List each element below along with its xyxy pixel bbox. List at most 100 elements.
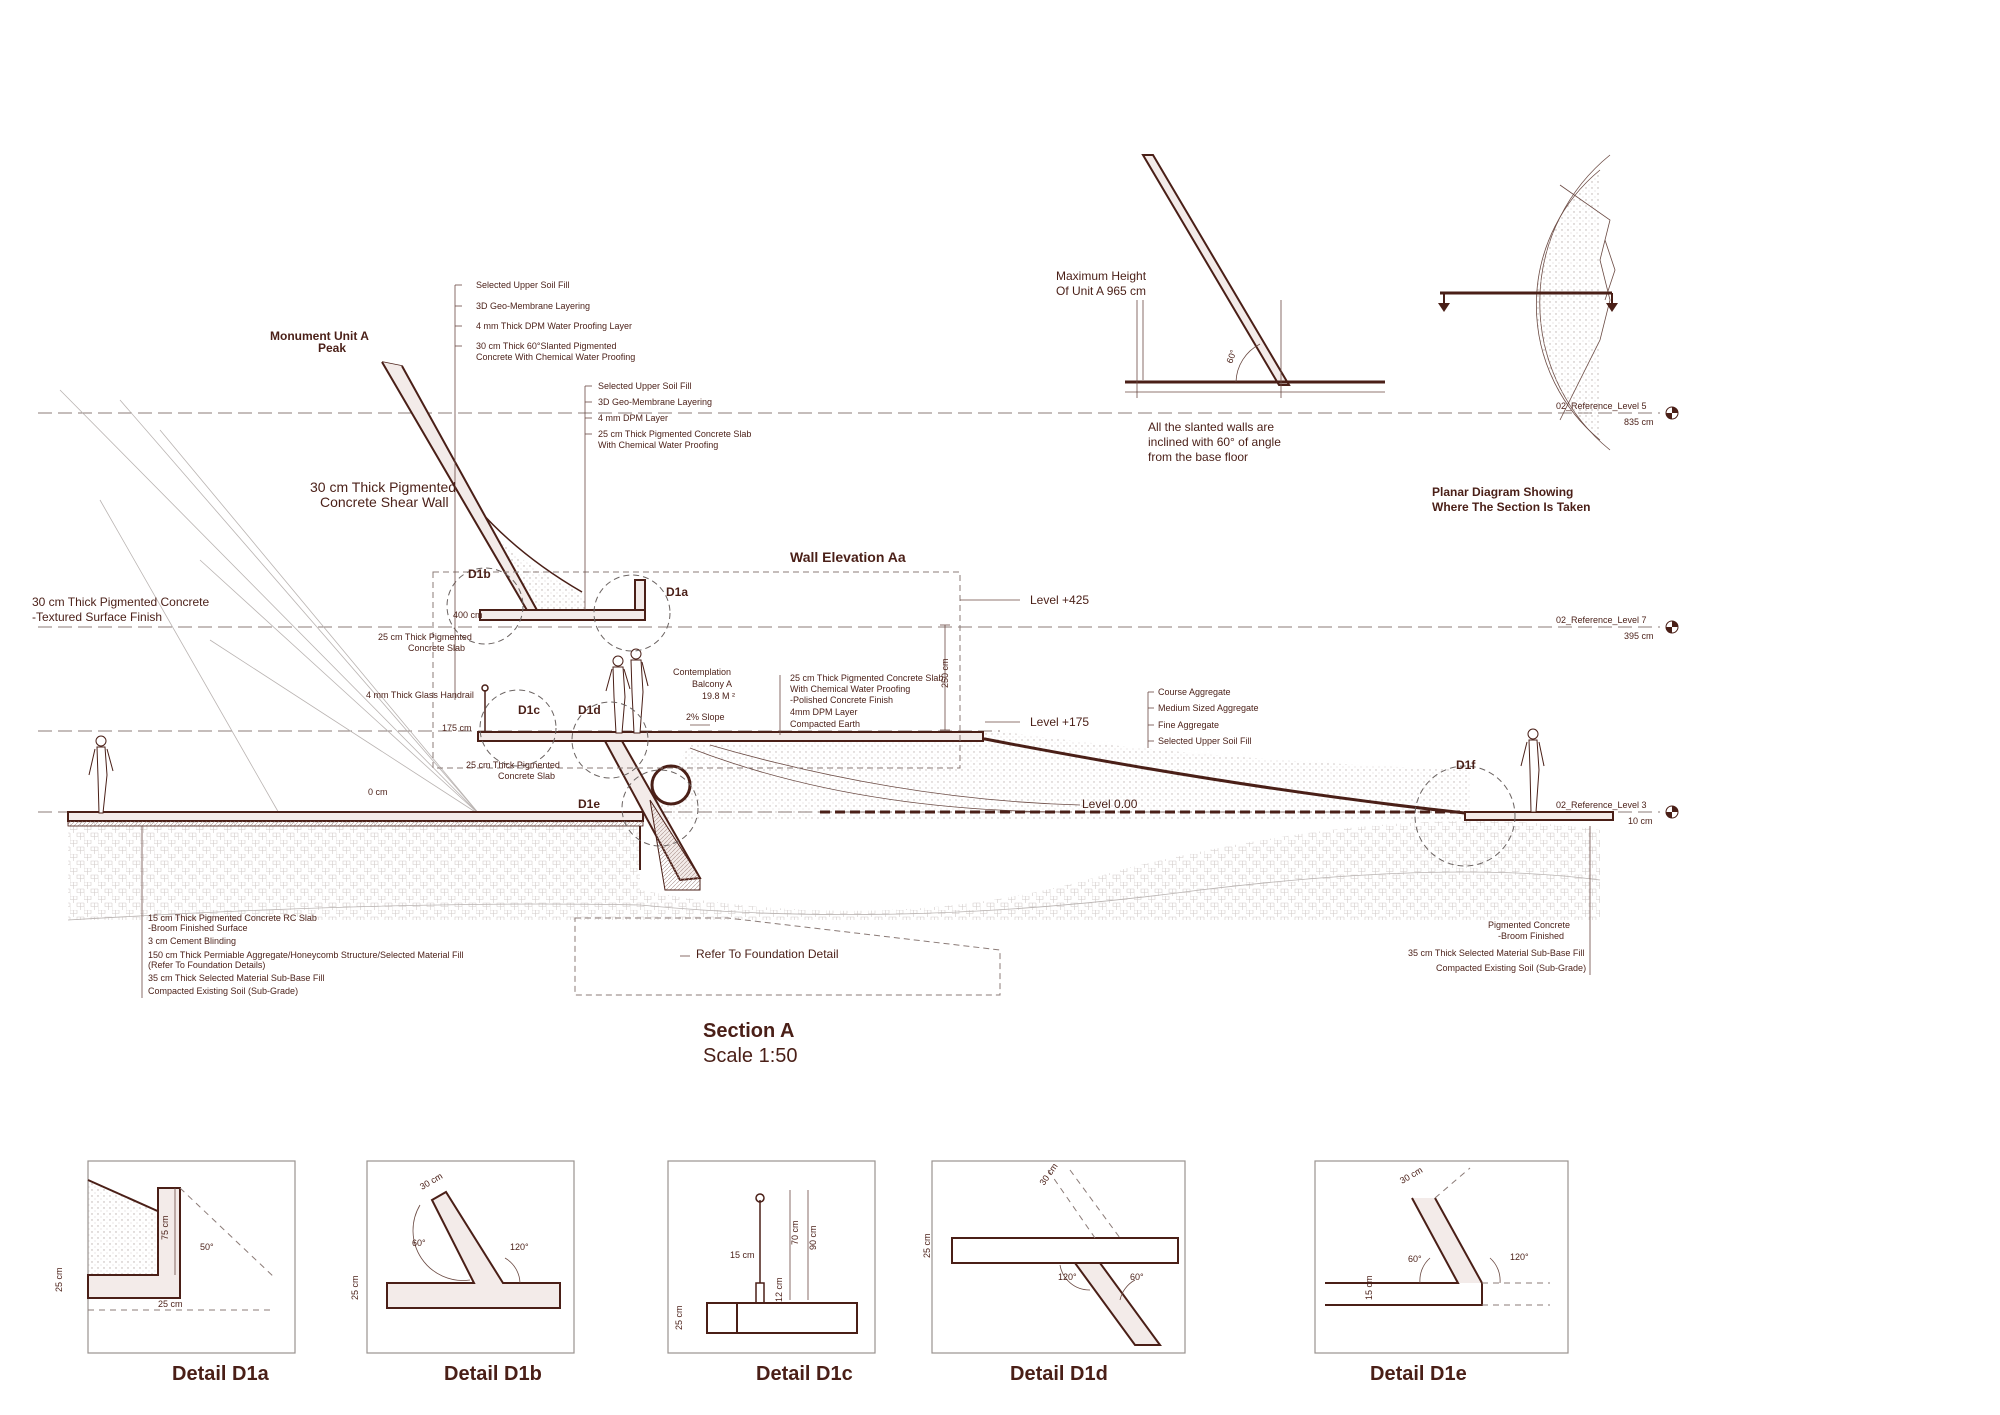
- detail-labels: 75 cm 25 cm 25 cm 50° Detail D1a 30 cm 2…: [54, 1161, 1529, 1385]
- svg-text:75 cm: 75 cm: [160, 1215, 170, 1240]
- svg-text:2% Slope: 2% Slope: [686, 712, 725, 722]
- detail-panel-d1b: [366, 1160, 575, 1354]
- svg-text:D1c: D1c: [518, 703, 540, 717]
- svg-text:25 cm Thick Pigmented Concrete: 25 cm Thick Pigmented Concrete Slab: [598, 429, 751, 439]
- svg-text:Concrete Slab: Concrete Slab: [498, 771, 555, 781]
- leader-lines: [141, 284, 1591, 998]
- section-scale: Scale 1:50: [703, 1045, 798, 1067]
- section-title: Section A: [703, 1020, 795, 1042]
- detail-panel-d1e: [1314, 1160, 1569, 1354]
- reference-markers: [1665, 406, 1679, 819]
- planar-labels: Planar Diagram Showing Where The Section…: [1432, 485, 1590, 514]
- svg-text:15 cm: 15 cm: [730, 1250, 755, 1260]
- svg-text:D1f: D1f: [1456, 758, 1476, 772]
- angle-diagram-labels: Maximum Height Of Unit A 965 cm 60° All …: [1056, 269, 1281, 464]
- svg-text:15 cm Thick Pigmented Concrete: 15 cm Thick Pigmented Concrete RC Slab: [148, 913, 317, 923]
- section-labels: Monument Unit A Peak 30 cm Thick Pigment…: [32, 280, 1654, 1067]
- ground-slab-right: [1464, 811, 1614, 821]
- svg-text:D1b: D1b: [468, 567, 491, 581]
- svg-text:D1e: D1e: [578, 797, 600, 811]
- svg-text:With Chemical Water Proofing: With Chemical Water Proofing: [790, 684, 910, 694]
- svg-text:Where The Section Is Taken: Where The Section Is Taken: [1432, 500, 1590, 514]
- detail-title-d1b: Detail D1b: [444, 1363, 542, 1385]
- svg-text:D1d: D1d: [578, 703, 601, 717]
- svg-text:60°: 60°: [1224, 348, 1238, 365]
- human-figures: [88, 648, 1545, 814]
- svg-text:25 cm: 25 cm: [350, 1275, 360, 1300]
- svg-text:Selected Upper Soil Fill: Selected Upper Soil Fill: [598, 381, 692, 391]
- svg-text:-Broom Finished: -Broom Finished: [1498, 931, 1564, 941]
- svg-text:4 mm Thick Glass Handrail: 4 mm Thick Glass Handrail: [366, 690, 474, 700]
- svg-text:Compacted Earth: Compacted Earth: [790, 719, 860, 729]
- detail-circles: [446, 567, 1516, 867]
- svg-text:Selected Upper Soil Fill: Selected Upper Soil Fill: [476, 280, 570, 290]
- svg-text:Concrete With Chemical Water P: Concrete With Chemical Water Proofing: [476, 352, 635, 362]
- svg-text:Contemplation: Contemplation: [673, 667, 731, 677]
- svg-text:Compacted Existing Soil (Sub-G: Compacted Existing Soil (Sub-Grade): [148, 986, 298, 996]
- svg-text:02_Reference_Level 3: 02_Reference_Level 3: [1556, 800, 1647, 810]
- svg-text:400 cm: 400 cm: [453, 610, 483, 620]
- detail-panel-d1a: [87, 1160, 296, 1354]
- svg-text:4mm DPM Layer: 4mm DPM Layer: [790, 707, 858, 717]
- svg-text:10 cm: 10 cm: [1628, 816, 1653, 826]
- svg-text:25 cm Thick Pigmented: 25 cm Thick Pigmented: [466, 760, 560, 770]
- svg-text:30 cm: 30 cm: [418, 1171, 444, 1192]
- svg-text:3D Geo-Membrane Layering: 3D Geo-Membrane Layering: [598, 397, 712, 407]
- peak-label-2: Peak: [318, 341, 346, 355]
- svg-text:395 cm: 395 cm: [1624, 631, 1654, 641]
- svg-text:Compacted Existing Soil (Sub-G: Compacted Existing Soil (Sub-Grade): [1436, 963, 1586, 973]
- svg-text:175 cm: 175 cm: [442, 723, 472, 733]
- svg-text:Course Aggregate: Course Aggregate: [1158, 687, 1231, 697]
- svg-text:Selected Upper Soil Fill: Selected Upper Soil Fill: [1158, 736, 1252, 746]
- detail-panel-d1c: [667, 1160, 876, 1354]
- planar-diagram: [1438, 154, 1618, 451]
- svg-text:Maximum Height: Maximum Height: [1056, 269, 1147, 283]
- svg-text:-Broom Finished Surface: -Broom Finished Surface: [148, 923, 248, 933]
- shear-wall: [381, 361, 646, 621]
- detail-title-d1d: Detail D1d: [1010, 1363, 1108, 1385]
- svg-text:Refer To Foundation Detail: Refer To Foundation Detail: [696, 947, 839, 961]
- svg-text:60°: 60°: [1130, 1272, 1144, 1282]
- svg-text:30 cm Thick 60°Slanted Pigment: 30 cm Thick 60°Slanted Pigmented: [476, 341, 617, 351]
- foundation-outline: [574, 917, 1001, 996]
- svg-text:inclined with 60° of angle: inclined with 60° of angle: [1148, 435, 1281, 449]
- svg-text:150 cm Thick Permiable Aggrega: 150 cm Thick Permiable Aggregate/Honeyco…: [148, 950, 463, 960]
- svg-text:02_Reference_Level 7: 02_Reference_Level 7: [1556, 615, 1647, 625]
- svg-text:Of Unit A 965 cm: Of Unit A 965 cm: [1056, 284, 1146, 298]
- detail-title-d1a: Detail D1a: [172, 1363, 270, 1385]
- svg-text:Pigmented Concrete: Pigmented Concrete: [1488, 920, 1570, 930]
- svg-text:120°: 120°: [510, 1242, 529, 1252]
- svg-text:70 cm: 70 cm: [790, 1220, 800, 1245]
- svg-text:from the base floor: from the base floor: [1148, 450, 1248, 464]
- svg-text:With Chemical Water Proofing: With Chemical Water Proofing: [598, 440, 718, 450]
- balcony-slab: [477, 684, 984, 891]
- svg-text:835 cm: 835 cm: [1624, 417, 1654, 427]
- svg-text:4 mm Thick DPM Water Proofing: 4 mm Thick DPM Water Proofing Layer: [476, 321, 632, 331]
- svg-text:4 mm DPM Layer: 4 mm DPM Layer: [598, 413, 668, 423]
- textured-1: 30 cm Thick Pigmented Concrete: [32, 595, 210, 609]
- svg-text:25 cm Thick Pigmented: 25 cm Thick Pigmented: [378, 632, 472, 642]
- svg-text:3 cm Cement Blinding: 3 cm Cement Blinding: [148, 936, 236, 946]
- shear-wall-2: Concrete Shear Wall: [320, 494, 449, 510]
- svg-text:19.8 M ²: 19.8 M ²: [702, 691, 735, 701]
- guide-lines: [59, 389, 481, 816]
- textured-2: -Textured Surface Finish: [32, 610, 162, 624]
- svg-text:15 cm: 15 cm: [1364, 1275, 1374, 1300]
- svg-text:50°: 50°: [200, 1242, 214, 1252]
- ground-fill: [67, 730, 1601, 921]
- svg-text:02_Reference_Level 5: 02_Reference_Level 5: [1556, 401, 1647, 411]
- svg-text:(Refer To Foundation Details): (Refer To Foundation Details): [148, 960, 265, 970]
- wall-elevation-title: Wall Elevation Aa: [790, 549, 906, 565]
- peak-label-1: Monument Unit A: [270, 329, 369, 343]
- svg-text:Concrete Slab: Concrete Slab: [408, 643, 465, 653]
- wall-elevation-box: [432, 571, 1020, 769]
- svg-text:Level 0.00: Level 0.00: [1082, 797, 1138, 811]
- svg-text:Level +425: Level +425: [1030, 593, 1089, 607]
- svg-text:60°: 60°: [1408, 1254, 1422, 1264]
- svg-text:Balcony A: Balcony A: [692, 679, 732, 689]
- svg-text:35 cm Thick Selected Material: 35 cm Thick Selected Material Sub-Base F…: [1408, 948, 1584, 958]
- curved-soil-surface: [689, 737, 1466, 815]
- svg-text:3D Geo-Membrane Layering: 3D Geo-Membrane Layering: [476, 301, 590, 311]
- svg-text:D1a: D1a: [666, 585, 688, 599]
